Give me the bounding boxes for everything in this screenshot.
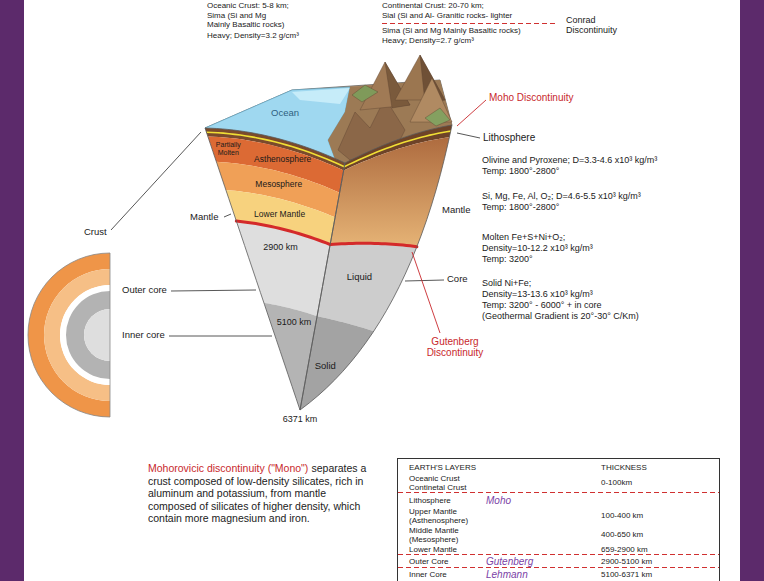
globe-outline — [28, 253, 110, 417]
face-outline — [300, 125, 452, 410]
crust-note: Sima (Si and Mg Mainly Basaltic rocks) — [207, 11, 288, 29]
boundary-name: Moho — [486, 495, 511, 506]
mountain — [352, 85, 378, 102]
table-cell: Inner Core — [409, 570, 447, 579]
leader-line — [224, 214, 231, 217]
note-term: Mohorovicic discontinuity ("Mono") — [148, 462, 308, 474]
depth-label: 2900 km — [263, 242, 298, 252]
globe-ring — [60, 285, 110, 385]
part-label: Outer core — [122, 285, 167, 296]
table-divider — [398, 492, 719, 493]
mountain — [425, 108, 450, 126]
leader-line — [412, 252, 440, 333]
lithosphere-line — [206, 132, 344, 166]
crust-note: Sial (Si and Al- Granitic rocks- lighter — [382, 11, 512, 20]
table-divider — [398, 567, 719, 568]
globe-ring — [84, 309, 110, 361]
globe-ring — [66, 291, 110, 379]
layer-label: Asthenosphere — [254, 155, 311, 165]
part-label: Ocean — [271, 108, 299, 119]
property-text: (Geothermal Gradient is 20°-30° C/Km) — [482, 311, 639, 321]
discontinuity-label: Conrad Discontinuity — [566, 15, 622, 36]
table-cell: Oceanic Crust — [409, 474, 460, 483]
table-cell: Lower Mantle — [409, 545, 457, 554]
part-label: Lithosphere — [483, 132, 535, 144]
face-outline — [205, 128, 345, 410]
side-bar — [740, 0, 764, 581]
boundary-name: Lehmann — [486, 569, 528, 580]
discontinuity-label: Gutenberg Discontinuity — [424, 336, 486, 359]
property-text: Temp: 1800°-2800° — [482, 202, 559, 212]
leader-line — [405, 280, 444, 281]
table-cell: THICKNESS — [601, 463, 647, 472]
crust-note: Sima (Si and Mg Mainly Basaltic rocks) — [382, 26, 521, 35]
property-text: Temp: 3200° - 6000° + in core — [482, 300, 602, 310]
layer-label: Lower Mantle — [254, 210, 305, 220]
layers-table: EARTH'S LAYERS THICKNESS Oceanic CrustCont… — [397, 458, 720, 581]
globe-ring — [44, 269, 110, 401]
leader-line — [169, 336, 272, 337]
table-cell: Outer Core — [409, 557, 449, 566]
part-label: Inner core — [122, 330, 165, 341]
ocean-highlight — [292, 88, 350, 104]
gutenberg-line — [236, 221, 330, 244]
leader-line — [457, 100, 486, 126]
table-cell: Middle Mantle (Mesosphere) — [409, 526, 485, 544]
depth-label: 6371 km — [283, 414, 318, 424]
property-text: Density=13-13.6 x10³ kg/m³ — [482, 289, 593, 299]
globe-ring — [28, 253, 110, 417]
layer-band — [330, 137, 449, 247]
table-cell: Upper Mantle (Asthenosphere) — [409, 507, 485, 525]
layer-band — [300, 316, 374, 410]
property-text: Molten Fe+S+Ni+O₂; — [482, 232, 565, 242]
globe-section — [28, 253, 110, 417]
boundary-name: Gutenberg — [486, 556, 533, 567]
property-text: Solid Ni+Fe; — [482, 278, 531, 288]
part-label: Mantle — [190, 212, 219, 223]
note-paragraph: Mohorovicic discontinuity ("Mono")separa… — [148, 462, 376, 525]
leader-line — [457, 133, 480, 138]
crust-note: Continental Crust: 20-70 km; — [382, 1, 484, 10]
leader-line — [171, 290, 256, 291]
table-cell: 400-650 km — [601, 530, 643, 539]
table-cell: Continetal Crust — [409, 483, 466, 492]
gutenberg-line — [330, 243, 417, 246]
layer-label: Liquid — [347, 272, 372, 283]
discontinuity-label: Moho Discontinuity — [489, 92, 573, 104]
part-label: Mantle — [442, 205, 471, 216]
table-cell: EARTH'S LAYERS — [409, 463, 476, 472]
crust-note: Heavy; Density=2.7 g/cm³ — [382, 36, 474, 45]
table-cell: 0-100km — [601, 478, 632, 487]
table-cell: 2900-5100 km — [601, 557, 652, 566]
property-text: Density=10-12.2 x10³ kg/m³ — [482, 243, 593, 253]
layer-label: Solid — [315, 361, 336, 372]
part-label: Core — [447, 274, 468, 285]
depth-label: 5100 km — [277, 317, 312, 327]
layer-label: Partially Molten — [213, 141, 243, 157]
lithosphere-line — [344, 131, 450, 167]
layer-band — [236, 221, 330, 316]
crust-note: Oceanic Crust: 5-8 km; — [207, 1, 289, 10]
mountain — [360, 62, 410, 110]
table-cell: 659-2900 km — [601, 545, 648, 554]
layer-label: Mesosphere — [255, 180, 302, 190]
property-text: Temp: 3200° — [482, 254, 533, 264]
table-cell: 5100-6371 km — [601, 570, 652, 579]
table-cell: Lithosphere — [409, 496, 451, 505]
property-text: Si, Mg, Fe, Al, O₂; D=4.6-5.5 x10³ kg/m³ — [482, 191, 641, 201]
part-label: Crust — [84, 227, 107, 238]
crust-note: Heavy; Density=3.2 g/cm³ — [207, 31, 299, 40]
property-text: Olivine and Pyroxene; D=3.3-4.6 x10³ kg/… — [482, 155, 657, 165]
layer-band — [317, 243, 417, 331]
table-cell: 100-400 km — [601, 511, 643, 520]
conrad-line — [382, 23, 556, 24]
property-text: Temp: 1800°-2800° — [482, 166, 559, 176]
table-divider — [398, 554, 719, 555]
side-bar — [0, 0, 24, 581]
leader-line — [111, 132, 201, 230]
